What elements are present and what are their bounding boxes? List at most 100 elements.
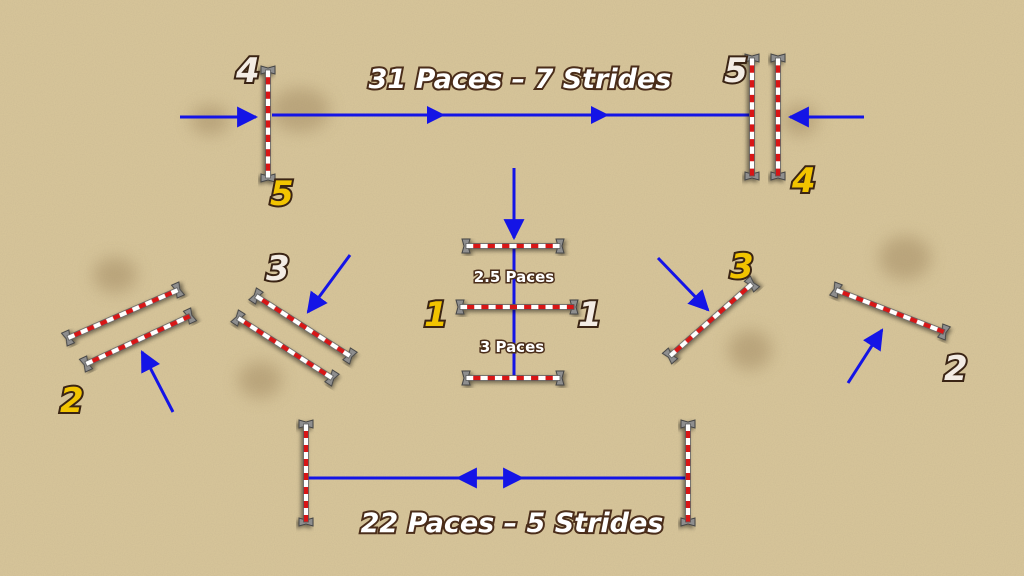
pole-stripe [775,124,781,133]
pole-stripe [775,102,781,110]
pole-stripe [265,106,271,114]
pole-stripe [311,329,321,339]
pole-stripe [261,331,271,341]
top-distance-label: 31 Paces – 7 Strides [369,64,672,95]
pole-stripe [303,487,309,495]
pole-stripe [336,345,346,355]
pole-stripe [265,156,271,164]
pole-stripe [916,319,925,327]
pole-outline [236,315,334,381]
pole-stripe [749,102,755,110]
pole-stripe [292,317,302,327]
pole-stripe [175,316,185,325]
pole-stripe [303,473,309,481]
pole-stripe [304,325,314,335]
pole-stripe [473,243,481,249]
pole-stripe [775,117,781,125]
pole-stripe [285,313,296,323]
pole-top-right-a [744,53,760,181]
pole-stripe [255,327,265,337]
pole-stripe [460,304,468,310]
pole-stripe [685,494,691,502]
pole-stripe [242,319,253,329]
pole-stripe [303,431,309,439]
pole-stripe [303,480,309,488]
pole-stripe [685,501,691,509]
pole-center-mid [455,299,579,315]
pole-stripe [835,287,844,296]
pole-outline [265,69,271,179]
pole-stripe [775,58,781,66]
pole-stripe [545,304,553,310]
pole-stripe [303,438,309,446]
pole-mid-left-lower [230,309,340,387]
pole-stripe [685,424,691,432]
pole-stripe [318,367,328,377]
pole-stripe [169,319,179,328]
pole-stripe [274,339,284,349]
pole-stripe [279,309,289,319]
pole-stripe [105,315,115,324]
pole-stripe [466,243,474,249]
pole-stripe [749,58,755,66]
approach-arrow-left [140,350,175,413]
pole-stripe [324,371,334,381]
approach-arrow-mid-right [656,256,710,312]
pole-stripe [679,339,689,349]
pole-stripe [144,298,154,307]
pole-stripe [559,304,568,310]
pole-stripe [538,304,546,310]
pole-stripe [164,290,173,298]
pole-stripe [265,120,271,128]
pole-stripe [311,363,322,373]
pole-stripe [733,291,743,301]
pole-stripe [267,301,277,311]
pole-stripe [467,304,475,310]
pole-stripe [685,515,691,523]
pole-stripe [280,343,290,353]
pole-stripe [260,297,271,307]
pole-stripe [668,349,678,358]
pole-stripe [84,358,94,367]
number-right-upper: 3 [730,247,754,287]
pole-outline [667,281,755,359]
pole-stripe [509,304,518,310]
pole-stripe [267,335,278,345]
pole-center-bottom [461,370,565,386]
pole-layer [60,53,952,527]
bottom-distance-label: 22 Paces – 5 Strides [361,508,664,539]
pole-stripe [701,320,711,330]
pole-stripe [480,375,488,381]
pole-stripe [685,452,691,460]
pole-stripe [265,91,271,100]
pole-stripe [162,322,172,331]
pole-stripe [182,313,192,322]
pole-stripe [684,334,694,344]
pole-stripe [509,243,517,249]
pole-bottom-left [298,419,314,527]
pole-outline [84,313,192,367]
pole-stripe [749,131,755,140]
pole-stripe [73,329,83,338]
number-right-lower: 2 [944,349,968,389]
pole-stripe [775,94,781,103]
pole-outline [749,57,755,177]
pole-stripe [303,508,309,516]
pole-outline [834,287,946,335]
pole-stripe [749,153,755,162]
pole-stripe [149,328,159,337]
pole-stripe [775,139,781,147]
pole-stripe [303,515,309,523]
pole-stripe [299,355,309,365]
pole-stripe [79,327,89,335]
pole-stripe [502,304,511,310]
pole-stripe [739,286,749,296]
pole-stripe [889,308,898,317]
pole-stripe [303,501,309,509]
pole-stripe [875,303,885,311]
pole-stripe [531,243,539,249]
pole-stripe [685,480,691,488]
pole-outline [459,304,575,310]
